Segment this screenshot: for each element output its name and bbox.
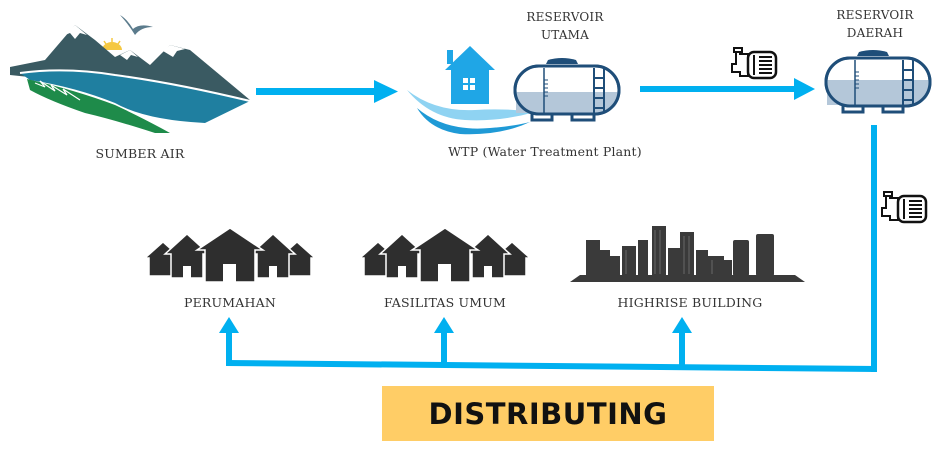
node-label-wtp: WTP (Water Treatment Plant) <box>448 144 642 159</box>
pump-icon <box>731 47 778 80</box>
node-label-public-facilities: FASILITAS UMUM <box>383 295 507 310</box>
regional-reservoir-tank-icon <box>824 50 932 114</box>
pipe-vertical-down <box>871 125 877 372</box>
houses-icon <box>358 227 532 283</box>
pipe-distribution-line <box>226 360 877 372</box>
node-label-main-reservoir-line1: RESERVOIR <box>526 10 604 24</box>
arrow-source-to-wtp <box>256 80 398 103</box>
houses-icon <box>143 227 317 283</box>
main-reservoir-tank-icon <box>513 58 621 122</box>
node-label-regional-reservoir-line2: DAERAH <box>846 26 904 40</box>
node-label-housing: PERUMAHAN <box>184 295 276 310</box>
node-label-highrise: HIGHRISE BUILDING <box>617 295 763 310</box>
node-label-main-reservoir-line2: UTAMA <box>540 28 590 42</box>
pump-icon <box>881 191 928 224</box>
arrow-up-highrise <box>672 317 692 367</box>
water-treatment-house-icon <box>407 46 535 135</box>
mountain-river-icon <box>10 15 251 133</box>
node-label-regional-reservoir-line1: RESERVOIR <box>836 8 914 22</box>
city-skyline-icon <box>570 226 805 282</box>
arrow-main-to-regional-reservoir <box>640 78 815 100</box>
node-label-source: SUMBER AIR <box>95 146 185 161</box>
banner-label: DISTRIBUTING <box>428 396 668 431</box>
distributing-banner: DISTRIBUTING <box>382 386 714 441</box>
arrow-up-public-facilities <box>434 317 454 365</box>
arrow-up-housing <box>219 317 239 364</box>
